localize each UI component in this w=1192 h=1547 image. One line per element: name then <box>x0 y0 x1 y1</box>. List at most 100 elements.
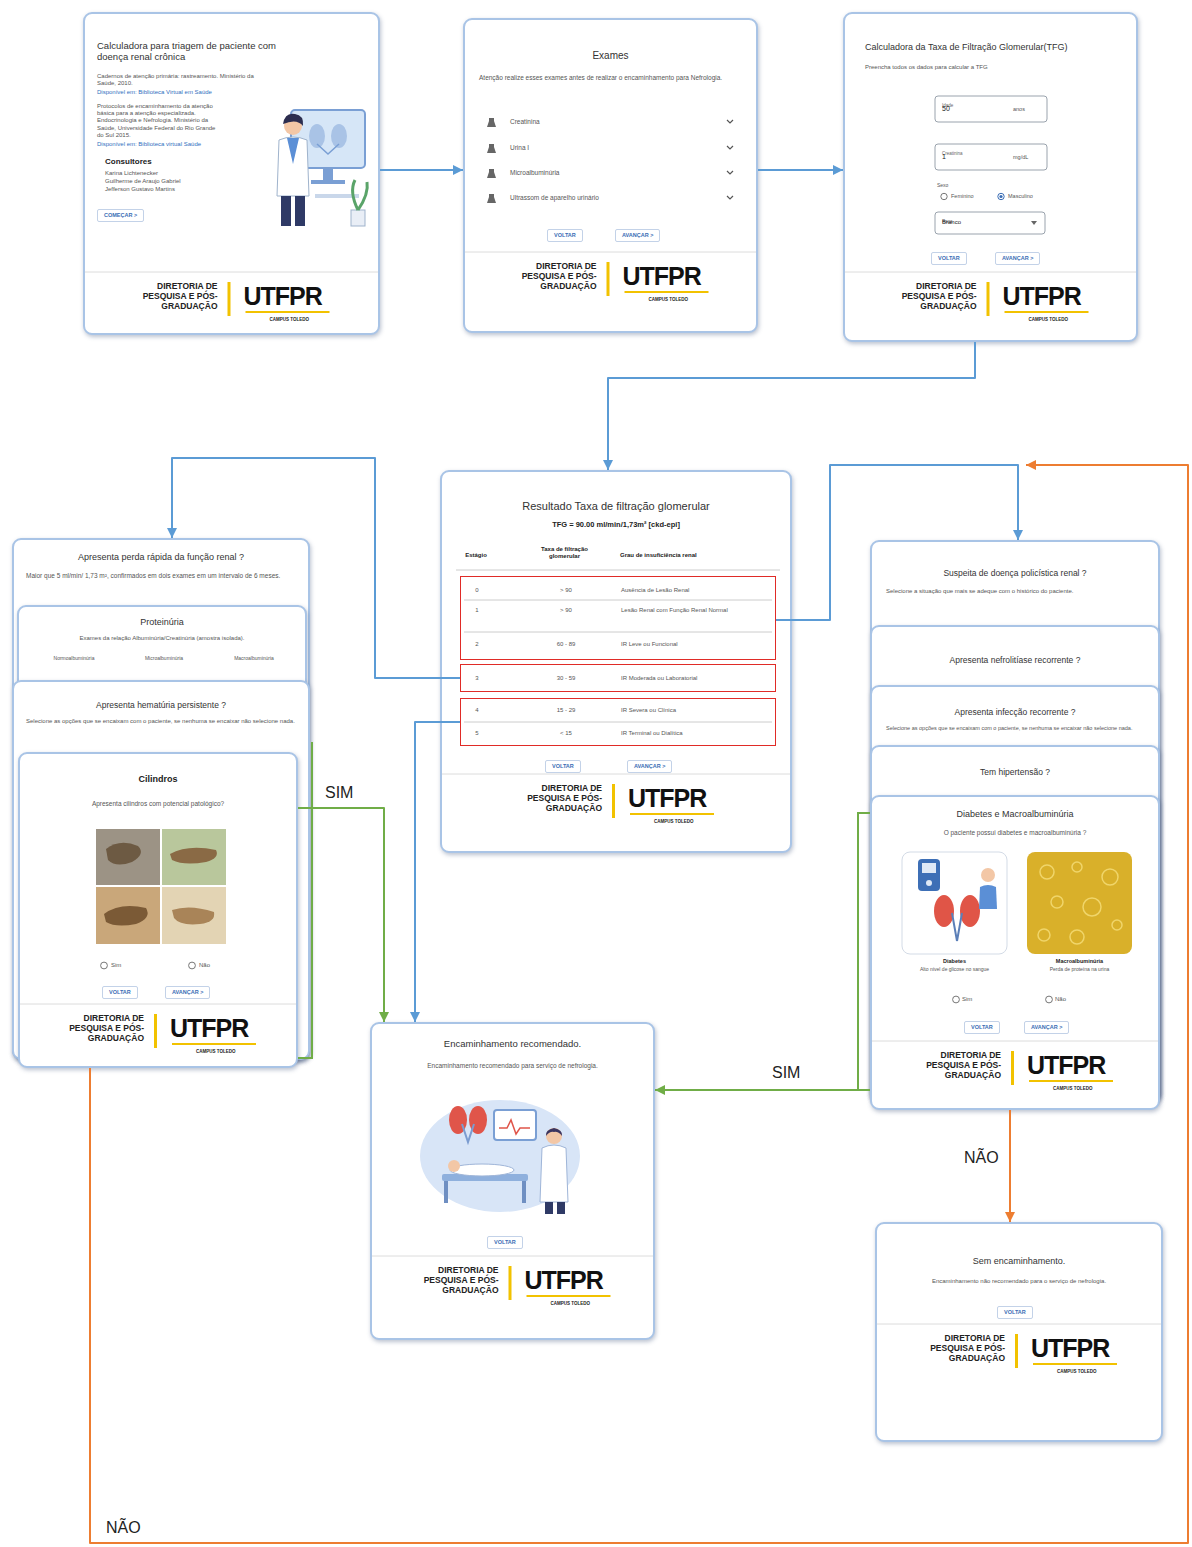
text-slot: mg/dL <box>1013 154 1043 161</box>
diabetes-image <box>902 852 1007 954</box>
text-slot: Macroalbuminúria <box>214 655 294 661</box>
title-text: Apresenta perda rápida da função renal ? <box>14 552 308 563</box>
body-text: Sim <box>111 962 141 969</box>
radio-button <box>953 996 1053 1003</box>
nav-button: VOLTAR <box>997 1306 1033 1319</box>
text-slot: 1 <box>461 607 493 614</box>
text-slot: VOLTAR <box>102 980 138 999</box>
text-slot: Ausência de Lesão Renal <box>621 587 771 594</box>
urine-image <box>1083 898 1101 916</box>
body-text: 30 - 59 <box>531 675 601 682</box>
footer-decoration <box>228 282 231 316</box>
campus-name: CAMPUS TOLEDO <box>1053 1086 1092 1091</box>
app-screen: ExamesAtenção realize esses exames antes… <box>463 18 758 333</box>
edge-label: NÃO <box>104 1518 143 1537</box>
diabetes-image <box>902 852 1007 954</box>
referral-illustration <box>420 1100 580 1212</box>
text-slot: Ultrassom de aparelho urinário <box>510 194 690 202</box>
input-field <box>935 96 1047 234</box>
bold-text: Diabetes <box>902 958 1007 965</box>
bold-text: Estágio <box>456 552 496 559</box>
text-slot: Resultado Taxa de filtração glomerular <box>442 500 790 513</box>
link-text: Disponível em: Biblioteca virtual Saúde <box>97 141 217 148</box>
text-slot: CAMPUS TOLEDO <box>551 1301 590 1306</box>
title-text: Apresenta nefrolitíase recorrente ? <box>872 655 1158 665</box>
text-slot: Consultores <box>105 157 225 167</box>
referral-illustration <box>546 1128 562 1136</box>
campus-name: CAMPUS TOLEDO <box>196 1049 235 1054</box>
footer-decoration <box>465 252 756 296</box>
app-screen: Calculadora da Taxa de Filtração Glomeru… <box>843 12 1138 342</box>
logo-text: UTFPR <box>623 264 701 289</box>
footer-decoration <box>872 1041 1158 1085</box>
body-text: 3 <box>461 675 493 682</box>
body-text: O paciente possui diabetes e macroalbumi… <box>872 829 1158 837</box>
radio-button <box>953 996 960 1003</box>
doctor-illustration <box>287 138 299 164</box>
text-slot: Apresenta hematúria persistente ? <box>14 700 308 710</box>
bold-text: Taxa de filtração glomerular <box>527 546 602 560</box>
title-text: Proteinúria <box>19 617 305 628</box>
body-text: Ultrassom de aparelho urinário <box>510 194 690 202</box>
doctor-illustration <box>311 180 345 184</box>
text-slot: Microalbuminúria <box>124 655 204 661</box>
radio-button <box>1046 996 1053 1003</box>
referral-illustration <box>442 1174 528 1181</box>
table-rule <box>464 722 772 723</box>
text-slot: Maior que 5 ml/min/ 1,73 m², confirmados… <box>26 572 296 580</box>
text-slot: 5 <box>461 730 493 737</box>
body-text: Não <box>199 962 229 969</box>
body-text: Lesão Renal com Função Renal Normal <box>621 607 731 614</box>
input-field <box>935 96 1047 122</box>
footer-decoration <box>1015 1334 1018 1368</box>
text-slot: Guilherme de Araujo Gabriel <box>105 178 235 185</box>
text-slot: Grau de insuficiência renal <box>620 552 770 559</box>
text-slot: Protocolos de encaminhamento da atenção … <box>97 103 217 139</box>
body-text: > 90 <box>531 607 601 614</box>
text-slot: UTFPR <box>244 284 322 309</box>
title-text: Encaminhamento recomendado. <box>372 1038 653 1049</box>
body-text: 5 <box>461 730 493 737</box>
footer-decoration <box>172 1043 256 1045</box>
body-text: IR Leve ou Funcional <box>621 641 771 648</box>
app-screen: Diabetes e MacroalbuminúriaO paciente po… <box>870 795 1160 1110</box>
text-slot: DIRETORIA DE PESQUISA E PÓS-GRADUAÇÃO <box>44 1014 144 1043</box>
text-slot: UTFPR <box>525 1268 603 1293</box>
text-slot: CAMPUS TOLEDO <box>654 819 693 824</box>
text-slot: 0 <box>461 587 493 594</box>
diabetes-image <box>918 859 940 891</box>
table-rule <box>456 570 780 571</box>
footer-decoration <box>20 1004 296 1005</box>
microscope-image <box>96 829 160 885</box>
text-slot: Microalbuminúria <box>510 169 690 177</box>
text-slot: 50 <box>942 105 972 113</box>
nav-button: VOLTAR <box>964 1021 1000 1034</box>
input-field <box>935 144 1047 170</box>
edge-label: SIM <box>323 783 355 802</box>
text-slot: 4 <box>461 707 493 714</box>
flow-arrow <box>655 1089 870 1091</box>
text-slot: Lesão Renal com Função Renal Normal <box>621 607 731 614</box>
body-text: Protocolos de encaminhamento da atenção … <box>97 103 217 139</box>
doctor-illustration <box>351 210 365 226</box>
footer-decoration <box>1033 1363 1117 1365</box>
text-slot: CAMPUS TOLEDO <box>1029 317 1068 322</box>
body-text: Preencha todos os dados para calcular a … <box>865 64 1130 71</box>
expand-chevron <box>727 196 733 199</box>
body-text: IR Severa ou Clínica <box>621 707 771 714</box>
referral-illustration <box>494 1110 536 1140</box>
body-text: < 15 <box>531 730 601 737</box>
body-text: Karina Lichtenecker <box>105 170 235 177</box>
bold-text: Grau de insuficiência renal <box>620 552 770 559</box>
diabetes-image <box>981 868 995 882</box>
text-slot: Apresenta cilindros com potencial patoló… <box>20 800 296 808</box>
footer-decoration <box>1029 1080 1113 1082</box>
radio-button <box>101 962 196 969</box>
text-slot: Sim <box>111 962 141 969</box>
body-text: Normoalbuminúria <box>34 655 114 661</box>
radio-button <box>941 193 947 199</box>
text-slot: UTFPR <box>628 786 706 811</box>
text-slot: Disponível em: Biblioteca Virtual em Saú… <box>97 89 262 96</box>
body-text: Selecione as opções que se encaixam com … <box>886 725 1144 732</box>
nav-button: VOLTAR <box>931 252 967 265</box>
